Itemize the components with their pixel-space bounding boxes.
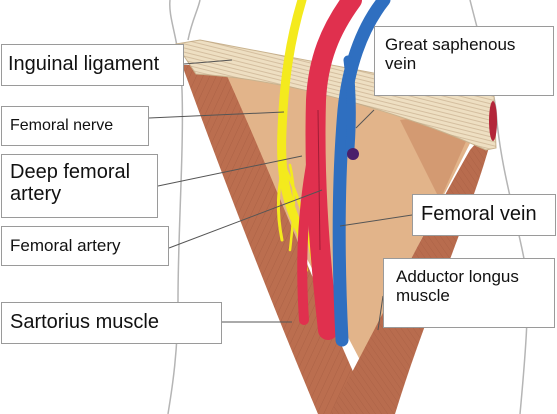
femoral-artery-shape — [297, 0, 362, 340]
leader-lines — [148, 59, 413, 331]
label-deep-femoral-artery: Deep femoral artery — [1, 154, 158, 218]
label-great-saphenous-vein: Great saphenous vein — [374, 26, 554, 96]
label-inguinal-ligament: Inguinal ligament — [1, 44, 184, 86]
label-femoral-nerve: Femoral nerve — [1, 106, 149, 146]
femoral-vein-shape — [332, 0, 391, 347]
label-femoral-vein: Femoral vein — [412, 194, 556, 236]
ligament-end — [489, 101, 497, 141]
label-adductor-longus-muscle: Adductor longus muscle — [383, 258, 555, 328]
label-sartorius-muscle: Sartorius muscle — [1, 302, 222, 344]
label-femoral-artery: Femoral artery — [1, 226, 169, 266]
